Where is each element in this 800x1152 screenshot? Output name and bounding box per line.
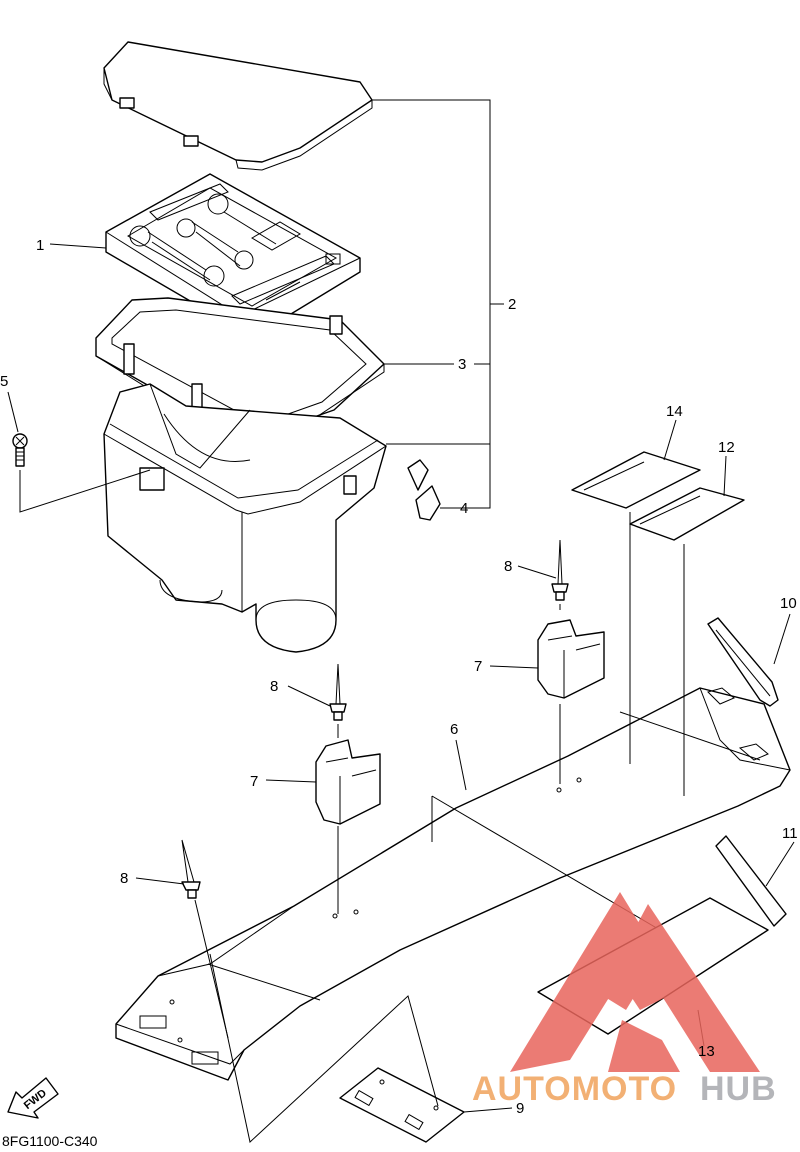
bracket-2-line bbox=[372, 99, 491, 509]
sponge-part bbox=[715, 835, 787, 927]
callout-3: 3 bbox=[458, 356, 466, 373]
callout-9: 9 bbox=[516, 1100, 524, 1117]
callout-2: 2 bbox=[508, 296, 516, 313]
rivet-part-a bbox=[551, 539, 569, 784]
callout-11: 11 bbox=[782, 825, 798, 842]
callout-5-line bbox=[7, 391, 19, 433]
callout-11-line bbox=[765, 841, 795, 887]
label-sticker-14 bbox=[571, 451, 701, 509]
callout-14: 14 bbox=[666, 403, 683, 420]
callout-8b: 8 bbox=[270, 678, 278, 695]
watermark-triangle-inner bbox=[608, 1020, 680, 1072]
diagram-code: 8FG1100-C340 bbox=[2, 1133, 98, 1149]
band-part bbox=[707, 617, 779, 707]
callout-10-line bbox=[773, 613, 791, 665]
callout-1-line bbox=[49, 243, 107, 249]
callout-5: 5 bbox=[0, 373, 8, 390]
fwd-arrow-icon: FWD bbox=[7, 1077, 59, 1119]
callout-7b-line bbox=[265, 779, 317, 783]
rivet-part-b bbox=[329, 663, 347, 914]
callout-7b: 7 bbox=[250, 773, 258, 790]
callout-12-line bbox=[723, 455, 727, 497]
callout-8b-line bbox=[287, 685, 331, 707]
tool-tray bbox=[105, 173, 361, 335]
watermark-text-automoto: AUTOMOTO bbox=[472, 1070, 677, 1108]
plate-leader bbox=[209, 953, 439, 1143]
callout-7a-line bbox=[489, 665, 539, 669]
callout-14-line bbox=[663, 419, 677, 461]
plate-part bbox=[339, 1067, 465, 1143]
callout-4: 4 bbox=[460, 500, 468, 517]
bracket-part-b bbox=[315, 739, 381, 825]
callout-13: 13 bbox=[698, 1043, 715, 1060]
watermark-triangle-right bbox=[600, 904, 760, 1072]
callout-8a-line bbox=[517, 565, 557, 579]
callout-10: 10 bbox=[780, 595, 797, 612]
callout-7a: 7 bbox=[474, 658, 482, 675]
callout-6: 6 bbox=[450, 721, 458, 738]
label-sticker-12 bbox=[629, 487, 745, 541]
callout-1: 1 bbox=[36, 237, 44, 254]
callout-6-line bbox=[455, 739, 467, 791]
callout-9-line bbox=[463, 1107, 513, 1113]
air-box-case bbox=[103, 383, 387, 653]
callout-8a: 8 bbox=[504, 558, 512, 575]
watermark-logo: AUTOMOTO HUB bbox=[472, 892, 777, 1108]
box-lid bbox=[103, 41, 373, 171]
screw-part bbox=[12, 433, 151, 513]
callout-12: 12 bbox=[718, 439, 735, 456]
callout-8c: 8 bbox=[120, 870, 128, 887]
callout-8c-line bbox=[135, 877, 185, 885]
bracket-part-a bbox=[537, 619, 605, 699]
clip-part bbox=[407, 459, 441, 521]
watermark-text-hub: HUB bbox=[700, 1070, 777, 1108]
